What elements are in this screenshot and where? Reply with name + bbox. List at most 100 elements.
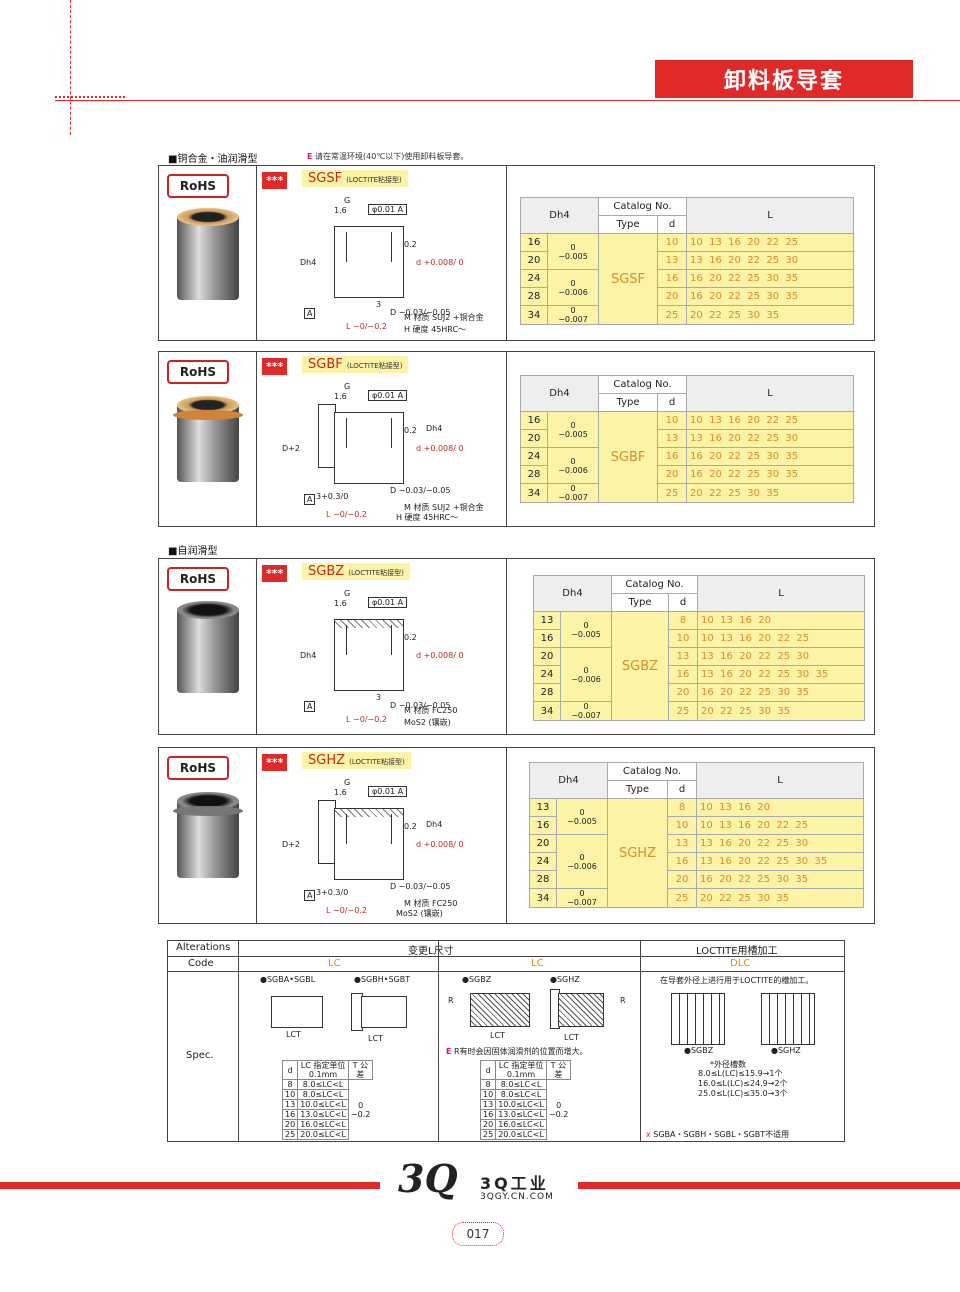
- cell-tolerance: 0 −0.007: [556, 888, 608, 908]
- cell-d: 16: [667, 852, 697, 871]
- alt-g3b-shape: [761, 993, 815, 1045]
- alt-g1a: ●SGBA•SGBL: [260, 975, 316, 984]
- cell-dh: 20: [529, 834, 557, 853]
- cell-tolerance: 0 −0.005: [547, 411, 599, 448]
- product-photo-top: [177, 396, 239, 414]
- label-16: 1.6: [334, 206, 347, 215]
- cell-dh: 16: [529, 816, 557, 835]
- mini-lc: 20.0≤LC<L: [297, 1129, 349, 1140]
- alt-g1a-lct: LCT: [286, 1030, 301, 1039]
- alt-groove-title: *外径槽数: [710, 1060, 746, 1069]
- label-16: 1.6: [334, 599, 347, 608]
- alt-code-label: Code: [188, 958, 214, 969]
- cell-type: SGBZ: [611, 611, 669, 721]
- product-photo-flange: [173, 410, 243, 420]
- cell-l: 16 20 22 25 30 35: [697, 683, 865, 702]
- mini-th-t: T 公差: [347, 1060, 373, 1080]
- drawing-cell: *** SGBF (LOCTITE粘接型) G 1.6 φ0.01 A 0.2 …: [256, 352, 507, 526]
- cell-dh: 13: [533, 611, 561, 630]
- rohs-badge: RoHS: [167, 756, 229, 780]
- cell-tolerance: 0 −0.007: [547, 483, 599, 503]
- cell-l: 13 16 20 22 25 30: [686, 251, 854, 270]
- product-photo-top: [177, 792, 239, 810]
- cell-dh: 34: [529, 888, 557, 908]
- cell-dh: 13: [529, 798, 557, 817]
- cell-dh: 34: [533, 701, 561, 721]
- mini-d: 13: [479, 1099, 497, 1110]
- cell-l: 16 20 22 25 30 35: [686, 287, 854, 306]
- cell-dh: 20: [520, 429, 548, 448]
- cell-d: 8: [668, 611, 698, 630]
- cell-d: 13: [657, 429, 687, 448]
- label-L: L −0/−0.2: [346, 322, 387, 331]
- label-dimension-left: D+2: [282, 444, 300, 453]
- th-dh4: Dh4: [520, 197, 599, 234]
- cell-dh: 24: [533, 665, 561, 684]
- cell-tolerance: 0 −0.006: [556, 834, 608, 889]
- alt-g2b-r: R: [620, 996, 626, 1005]
- label-g: G: [344, 382, 351, 391]
- cell-l: 13 16 20 22 25 30: [697, 647, 865, 666]
- label-d-tol: d +0.008/ 0: [416, 444, 464, 453]
- cell-l: 16 20 22 25 30 35: [686, 447, 854, 466]
- brand-name: 3Q工业: [480, 1174, 549, 1193]
- cell-l: 10 13 16 20 22 25: [686, 411, 854, 430]
- product-photo-top: [177, 601, 239, 619]
- th-dh4: Dh4: [533, 575, 612, 612]
- material-text: M 材质 FC250: [404, 899, 458, 908]
- th-d: d: [657, 393, 687, 412]
- cell-d: 10: [657, 233, 687, 252]
- mini-th-lc: LC 指定单位0.1mm: [495, 1060, 547, 1080]
- alt-g1b: ●SGBH•SGBT: [354, 975, 411, 984]
- alt-lc1: LC: [328, 958, 341, 969]
- stars-mark: ***: [262, 754, 288, 771]
- cell-d: 20: [668, 683, 698, 702]
- label-3: 3+0.3/0: [316, 888, 349, 897]
- mini-tol: 0 −0.2: [548, 1100, 569, 1119]
- footer-line-right: [578, 1182, 960, 1189]
- alt-change-label: 变更L尺寸: [408, 946, 454, 957]
- brand-logo: 3Q: [398, 1156, 458, 1201]
- th-l: L: [686, 375, 854, 412]
- mini-lc: 8.0≤LC<L: [495, 1089, 547, 1100]
- label-D-tol: D −0.03/−0.05: [390, 486, 451, 495]
- rohs-badge: RoHS: [167, 360, 229, 384]
- rohs-badge: RoHS: [167, 567, 229, 591]
- bushing-bore: [346, 625, 392, 655]
- mini-d: 10: [281, 1089, 299, 1100]
- header-accent: [55, 96, 125, 104]
- alt-g1b-shape: [361, 996, 407, 1028]
- th-l: L: [696, 762, 864, 799]
- cell-tolerance: 0 −0.006: [547, 447, 599, 484]
- mini-d: 25: [281, 1129, 299, 1140]
- label-D-tol: D −0.03/−0.05: [390, 882, 451, 891]
- label-dimension-left: Dh4: [300, 258, 317, 267]
- product-photo-flange: [173, 806, 243, 816]
- cell-d: 8: [667, 798, 697, 817]
- mini-d: 10: [479, 1089, 497, 1100]
- mini-tol: 0 −0.2: [350, 1100, 371, 1119]
- label-16: 1.6: [334, 392, 347, 401]
- cell-d: 10: [668, 629, 698, 648]
- header-line: [55, 100, 960, 101]
- mini-lc: 8.0≤LC<L: [297, 1089, 349, 1100]
- cell-d: 10: [667, 816, 697, 835]
- cell-l: 10 13 16 20 22 25: [697, 629, 865, 648]
- th-l: L: [697, 575, 865, 612]
- alt-header-label: Alterations: [176, 942, 231, 953]
- alt-g1a-shape: [271, 996, 323, 1028]
- cell-tolerance: 0 −0.006: [547, 269, 599, 306]
- cell-type: SGBF: [598, 411, 658, 503]
- brand-url: 3QGY.CN.COM: [480, 1192, 554, 1202]
- alt-g2b: ●SGHZ: [550, 975, 580, 984]
- cell-dh: 24: [520, 269, 548, 288]
- mini-d: 25: [479, 1129, 497, 1140]
- alt-g2b-lct: LCT: [564, 1033, 579, 1042]
- product-code-tag: SGHZ (LOCTITE粘接型): [302, 752, 411, 769]
